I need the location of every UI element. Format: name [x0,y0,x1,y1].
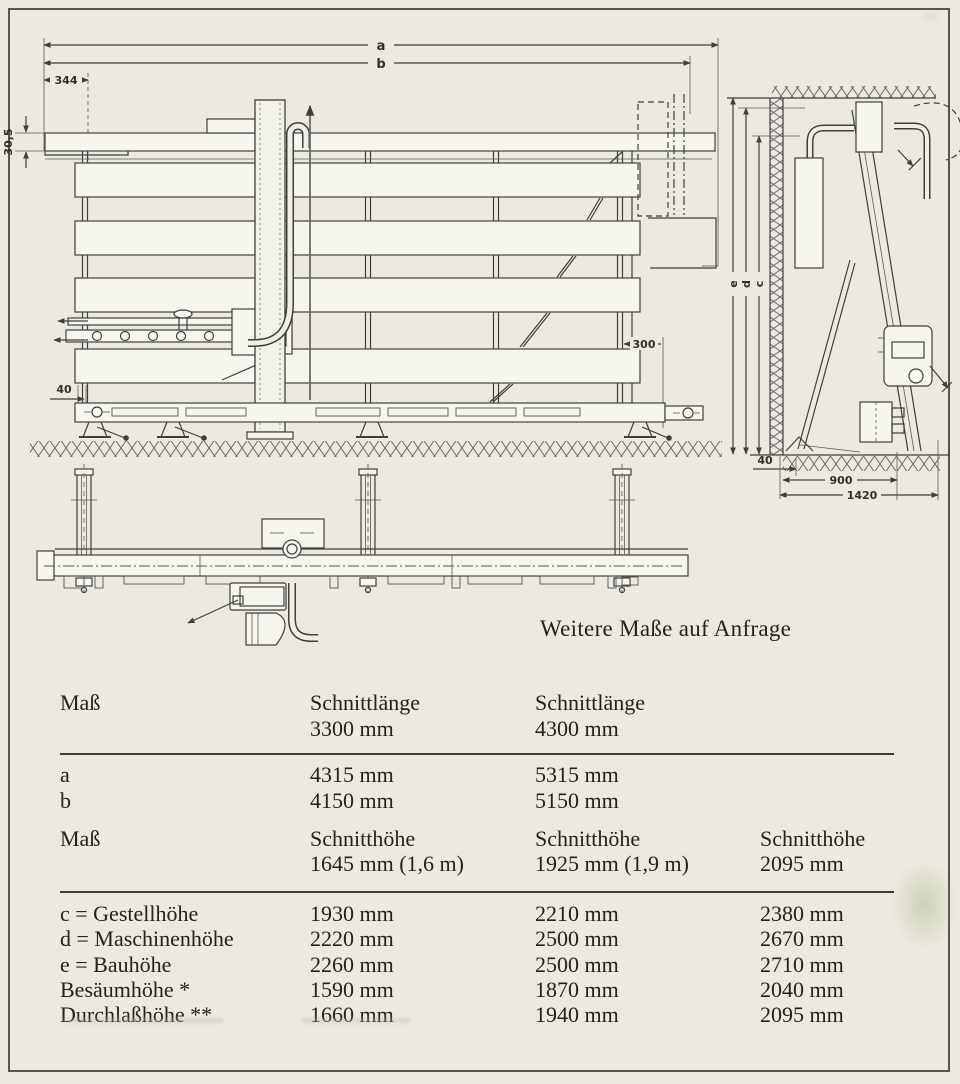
dim-300-label: 300 [633,338,656,351]
cell: 5315 mm [535,762,619,787]
dim-1420-label: 1420 [847,489,878,502]
col-header: Schnittlänge [535,690,645,715]
table1-rule [60,753,894,755]
row-label: Besäumhöhe * [60,977,191,1003]
dim-d-label: d [740,280,753,288]
note-weitere-masse: Weitere Maße auf Anfrage [540,616,792,641]
dim-b-label: b [376,57,385,72]
scan-speck [923,10,939,22]
row-label: a [60,762,70,787]
col-header: 2095 mm [760,851,844,877]
dim-40-front-label: 40 [56,383,72,396]
col-header: 3300 mm [310,716,394,741]
leveling-feet [79,421,672,441]
col-header: 4300 mm [535,716,619,741]
dim-c-label: c [753,281,766,288]
cell: 2380 mm [760,900,844,926]
cell: 1590 mm [310,977,394,1003]
table-row: e = Bauhöhe 2260 mm 2500 mm 2710 mm [60,952,894,977]
bleed-through-text [63,1018,223,1023]
cell: 1660 mm [310,1002,394,1028]
cell: 2095 mm [760,1002,844,1028]
front-view-drawing: a b 344 30,5 [2,37,722,457]
dim-344-label: 344 [55,74,78,87]
table2-header-line1: Maß Schnitthöhe Schnitthöhe Schnitthöhe [60,826,894,851]
cell: 2260 mm [310,951,394,977]
cell: 2040 mm [760,977,844,1003]
cell: 2500 mm [535,951,619,977]
cell: 1930 mm [310,900,394,926]
col-header: Schnittlänge [310,690,420,715]
cell: 2670 mm [760,926,844,952]
col-header: Schnitthöhe [760,826,866,851]
top-view-drawing [36,464,689,646]
dim-30-5-label: 30,5 [2,128,15,155]
side-view-drawing: e d c 40 [724,86,960,502]
col-header: Maß [60,826,101,851]
dim-40-side-label: 40 [757,454,773,467]
cell: 2500 mm [535,926,619,952]
table-row: Besäumhöhe * 1590 mm 1870 mm 2040 mm [60,977,894,1002]
cell: 2210 mm [535,900,619,926]
row-label: c = Gestellhöhe [60,900,199,926]
col-header: 1925 mm (1,9 m) [535,851,689,877]
cell: 4315 mm [310,762,394,787]
dim-e-label: e [727,280,740,287]
row-label: Durchlaßhöhe ** [60,1002,213,1028]
cell: 1870 mm [535,977,619,1003]
spec-table-cutting-length: Maß Schnittlänge Schnittlänge 3300 mm 43… [60,690,894,814]
table2-rule [60,890,894,893]
table-row: d = Maschinenhöhe 2220 mm 2500 mm 2670 m… [60,926,894,951]
col-header: Maß [60,690,101,715]
cell: 4150 mm [310,788,394,813]
table-row: b 4150 mm 5150 mm [60,788,894,814]
col-header: Schnitthöhe [535,826,641,851]
row-label: b [60,788,71,813]
saw-unit-plan [187,582,318,646]
col-header: Schnitthöhe [310,826,416,851]
dim-900-label: 900 [830,474,853,487]
row-label: e = Bauhöhe [60,951,172,977]
technical-drawing: a b 344 30,5 [2,37,960,646]
table-row: Durchlaßhöhe ** 1660 mm 1940 mm 2095 mm [60,1002,894,1027]
dim-a-label: a [377,39,386,54]
parked-saw-unit [637,94,717,269]
row-label: d = Maschinenhöhe [60,926,234,952]
bleed-through-text [302,1018,410,1023]
table-row: c = Gestellhöhe 1930 mm 2210 mm 2380 mm [60,901,894,926]
wall-post [355,464,381,594]
cell: 2710 mm [760,951,844,977]
scan-stain [893,862,955,947]
col-header: 1645 mm (1,6 m) [310,851,464,877]
cell: 1940 mm [535,1002,619,1028]
cell: 5150 mm [535,788,619,813]
table1-header-line2: 3300 mm 4300 mm [60,716,894,742]
spec-table-cutting-height: Maß Schnitthöhe Schnitthöhe Schnitthöhe … [60,826,894,1028]
table-row: a 4315 mm 5315 mm [60,762,894,788]
cell: 2220 mm [310,926,394,952]
page-border [8,8,950,1072]
table2-header-line2: 1645 mm (1,6 m) 1925 mm (1,9 m) 2095 mm [60,851,894,876]
table1-header-line1: Maß Schnittlänge Schnittlänge [60,690,894,716]
ground-hatch-front [30,441,722,457]
